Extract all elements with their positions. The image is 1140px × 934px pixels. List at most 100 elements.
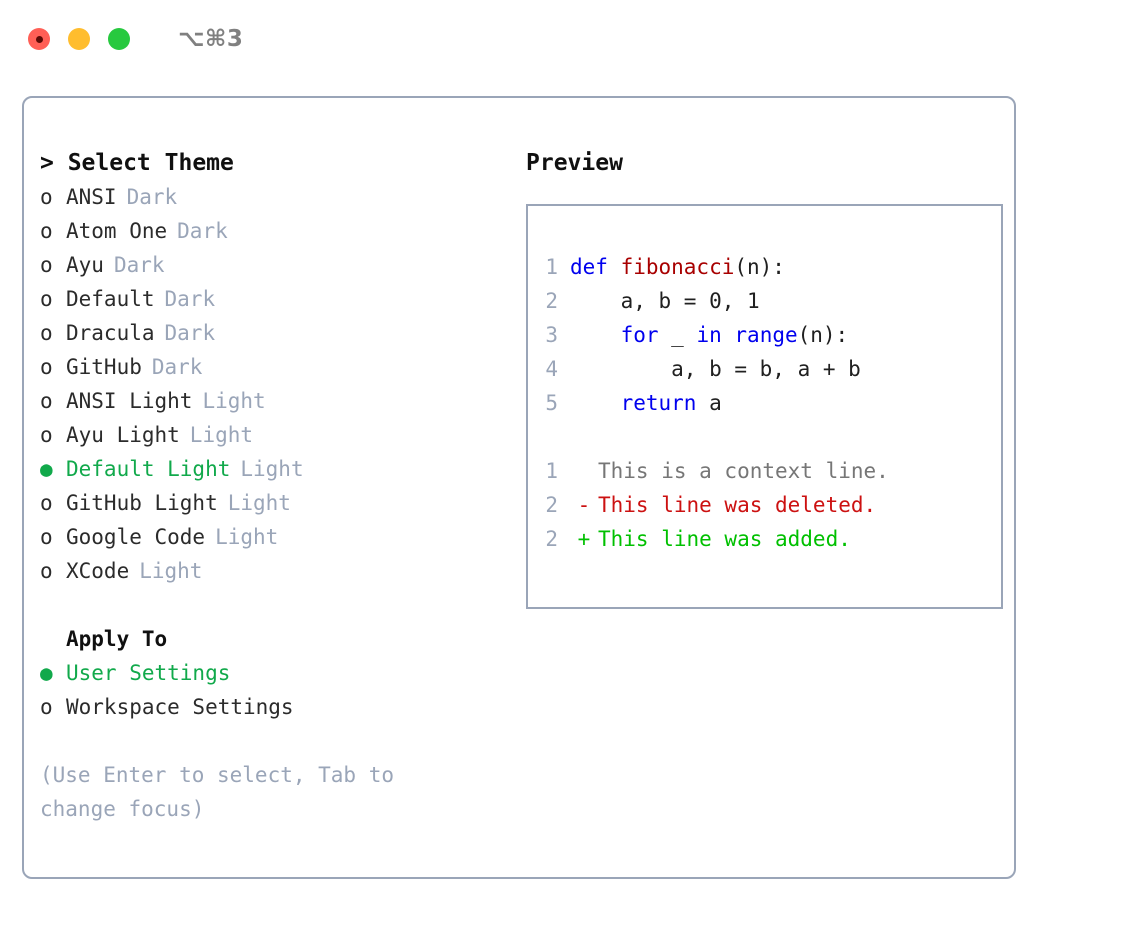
apply-to-header: Apply To — [66, 627, 168, 651]
code-text: for _ in range(n): — [570, 318, 849, 352]
code-line: 5 return a — [544, 386, 1001, 420]
radio-unselected-icon: o — [40, 321, 53, 345]
code-token-plain: a, b = 0, 1 — [570, 289, 760, 313]
title-bar: ⌥⌘3 — [0, 0, 1140, 78]
theme-list-item[interactable]: o ANSI Dark — [40, 180, 502, 214]
radio-unselected-icon: o — [40, 287, 53, 311]
code-token-plain: (n): — [734, 255, 785, 279]
theme-list-item[interactable]: o Dracula Dark — [40, 316, 502, 350]
preview-title: Preview — [526, 150, 623, 176]
apply-to-label: User Settings — [66, 661, 231, 685]
diff-line-number: 2 — [545, 527, 558, 551]
code-token-plain: a, b = b, a + b — [570, 357, 861, 381]
code-token-plain — [570, 391, 621, 415]
code-line: 4 a, b = b, a + b — [544, 352, 1001, 386]
keyboard-shortcut-label: ⌥⌘3 — [178, 26, 244, 52]
theme-list-item[interactable]: o Ayu Light Light — [40, 418, 502, 452]
theme-list-item[interactable]: ● Default Light Light — [40, 452, 502, 486]
radio-selected-icon: ● — [40, 457, 53, 481]
theme-list-item[interactable]: o Atom One Dark — [40, 214, 502, 248]
code-text: return a — [570, 386, 722, 420]
radio-unselected-icon: o — [40, 695, 53, 719]
minimize-button[interactable] — [68, 28, 90, 50]
theme-name-label: XCode — [66, 559, 130, 583]
theme-name-label: GitHub — [66, 355, 142, 379]
theme-name-label: Default — [66, 287, 155, 311]
diff-sample: 1 This is a context line.2-This line was… — [544, 454, 1001, 556]
theme-name-label: Default Light — [66, 457, 231, 481]
theme-variant-tag: Dark — [164, 321, 216, 345]
line-number: 2 — [545, 289, 558, 313]
theme-variant-tag: Dark — [177, 219, 228, 243]
diff-line-number: 2 — [545, 493, 558, 517]
theme-list-item[interactable]: o Default Dark — [40, 282, 502, 316]
line-number: 3 — [545, 323, 558, 347]
keyboard-hint-text: (Use Enter to select, Tab to change focu… — [40, 763, 395, 821]
theme-name-label: Dracula — [66, 321, 155, 345]
apply-to-item[interactable]: ● User Settings — [40, 656, 502, 690]
code-token-plain — [722, 323, 735, 347]
radio-unselected-icon: o — [40, 219, 53, 243]
theme-variant-tag: Dark — [126, 185, 178, 209]
code-token-plain: _ — [658, 323, 697, 347]
diff-marker: + — [577, 527, 591, 551]
maximize-button[interactable] — [108, 28, 130, 50]
code-token-kw: in — [696, 323, 722, 347]
theme-name-label: Ayu Light — [66, 423, 180, 447]
close-button[interactable] — [28, 28, 50, 50]
diff-line-del: 2-This line was deleted. — [544, 488, 1001, 522]
theme-variant-tag: Light — [139, 559, 203, 583]
apply-to-item[interactable]: o Workspace Settings — [40, 690, 502, 724]
diff-text: This is a context line. — [598, 459, 889, 483]
radio-unselected-icon: o — [40, 559, 53, 583]
theme-variant-tag: Light — [202, 389, 266, 413]
theme-variant-tag: Dark — [113, 253, 165, 277]
theme-name-label: ANSI — [66, 185, 117, 209]
diff-line-add: 2 + This line was added. — [544, 522, 1001, 556]
diff-line-ctx: 1 This is a context line. — [544, 454, 1001, 488]
radio-selected-icon: ● — [40, 661, 53, 685]
diff-text: This line was deleted. — [598, 493, 877, 517]
code-text: def fibonacci(n): — [570, 250, 785, 284]
diff-text: This line was added. — [598, 527, 851, 551]
code-line: 3 for _ in range(n): — [544, 318, 1001, 352]
apply-to-list: ● User Settings o Workspace Settings — [40, 656, 502, 724]
diff-marker — [570, 454, 598, 488]
record-dot-icon — [35, 35, 43, 43]
line-number: 1 — [545, 255, 558, 279]
theme-variant-tag: Light — [215, 525, 279, 549]
code-token-plain: a — [696, 391, 722, 415]
apply-to-label: Workspace Settings — [66, 695, 294, 719]
theme-name-label: GitHub Light — [66, 491, 218, 515]
theme-variant-tag: Light — [240, 457, 304, 481]
line-number: 4 — [545, 357, 558, 381]
radio-unselected-icon: o — [40, 185, 53, 209]
radio-unselected-icon: o — [40, 389, 53, 413]
theme-variant-tag: Light — [189, 423, 254, 447]
diff-line-number: 1 — [545, 459, 558, 483]
theme-name-label: Atom One — [66, 219, 168, 243]
code-text: a, b = b, a + b — [570, 352, 861, 386]
list-spacer — [40, 588, 502, 622]
theme-name-label: Google Code — [66, 525, 206, 549]
radio-unselected-icon: o — [40, 355, 53, 379]
code-line: 1 def fibonacci(n): — [544, 250, 1001, 284]
radio-unselected-icon: o — [40, 423, 53, 447]
window-controls — [28, 28, 130, 50]
code-token-kw: range — [734, 323, 798, 347]
theme-variant-tag: Dark — [164, 287, 216, 311]
code-token-plain: (n): — [797, 323, 849, 347]
theme-list-item[interactable]: o XCode Light — [40, 554, 502, 588]
code-token-fn: fibonacci — [620, 255, 735, 279]
radio-unselected-icon: o — [40, 253, 53, 277]
select-theme-header: > Select Theme — [40, 150, 234, 176]
code-line: 2 a, b = 0, 1 — [544, 284, 1001, 318]
